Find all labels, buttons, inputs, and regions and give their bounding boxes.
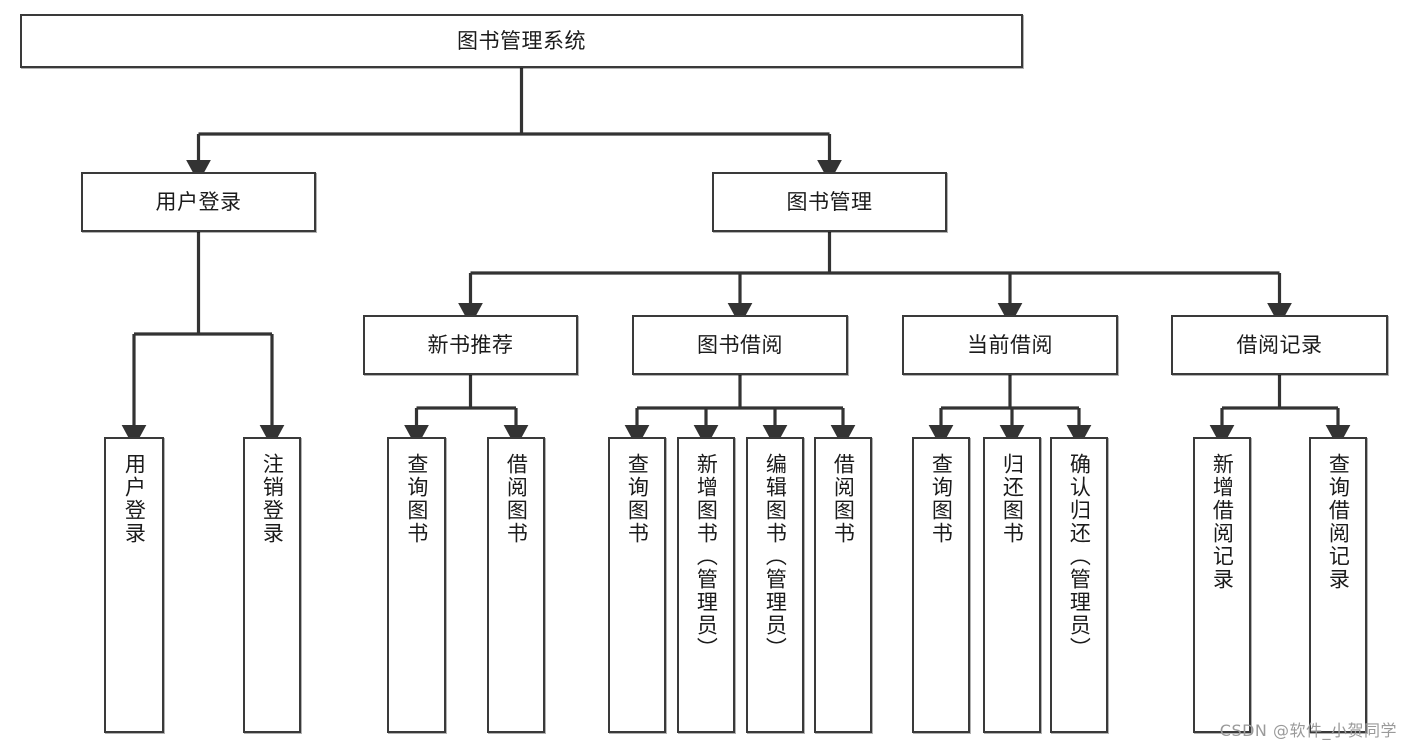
csdn-watermark: CSDN @软件_小贺同学 bbox=[1219, 721, 1397, 740]
node-label-leaf-user-login: 用户登录 bbox=[122, 453, 147, 545]
node-leaf-user-login[interactable]: 用户登录 bbox=[104, 437, 164, 733]
node-label-leaf-query-book-current: 查询图书 bbox=[929, 453, 954, 545]
node-label-user-login: 用户登录 bbox=[155, 189, 242, 214]
node-label-leaf-add-borrow-record: 新增借阅记录 bbox=[1210, 453, 1235, 591]
node-label-leaf-return-book: 归还图书 bbox=[1000, 453, 1025, 545]
node-new-book-recommend[interactable]: 新书推荐 bbox=[363, 315, 578, 375]
node-label-root: 图书管理系统 bbox=[457, 28, 586, 53]
node-leaf-query-book-recommend[interactable]: 查询图书 bbox=[387, 437, 446, 733]
node-label-leaf-confirm-return-admin: 确认归还（管理员） bbox=[1067, 453, 1092, 660]
node-leaf-query-borrow-record[interactable]: 查询借阅记录 bbox=[1309, 437, 1367, 733]
node-borrow-record[interactable]: 借阅记录 bbox=[1171, 315, 1388, 375]
node-leaf-borrow-book[interactable]: 借阅图书 bbox=[814, 437, 872, 733]
node-label-leaf-query-book-borrow: 查询图书 bbox=[625, 453, 650, 545]
node-leaf-query-book-current[interactable]: 查询图书 bbox=[912, 437, 970, 733]
node-label-borrow-record: 借阅记录 bbox=[1236, 332, 1323, 357]
node-leaf-add-book-admin[interactable]: 新增图书（管理员） bbox=[677, 437, 735, 733]
node-label-new-book-recommend: 新书推荐 bbox=[427, 332, 514, 357]
node-label-leaf-borrow-book: 借阅图书 bbox=[831, 453, 856, 545]
node-label-leaf-logout-login: 注销登录 bbox=[260, 453, 285, 545]
node-root[interactable]: 图书管理系统 bbox=[20, 14, 1023, 68]
node-label-current-borrow: 当前借阅 bbox=[967, 332, 1053, 357]
node-leaf-return-book[interactable]: 归还图书 bbox=[983, 437, 1041, 733]
node-label-leaf-edit-book-admin: 编辑图书（管理员） bbox=[763, 453, 788, 660]
node-leaf-borrow-book-recommend[interactable]: 借阅图书 bbox=[487, 437, 545, 733]
node-label-leaf-query-book-recommend: 查询图书 bbox=[404, 453, 429, 545]
node-leaf-logout-login[interactable]: 注销登录 bbox=[243, 437, 301, 733]
node-label-leaf-query-borrow-record: 查询借阅记录 bbox=[1326, 453, 1351, 591]
node-leaf-confirm-return-admin[interactable]: 确认归还（管理员） bbox=[1050, 437, 1108, 733]
node-label-leaf-borrow-book-recommend: 借阅图书 bbox=[504, 453, 529, 545]
node-label-leaf-add-book-admin: 新增图书（管理员） bbox=[694, 453, 719, 660]
node-current-borrow[interactable]: 当前借阅 bbox=[902, 315, 1118, 375]
node-label-book-borrow: 图书借阅 bbox=[697, 332, 783, 357]
node-user-login[interactable]: 用户登录 bbox=[81, 172, 316, 232]
node-book-management[interactable]: 图书管理 bbox=[712, 172, 947, 232]
node-leaf-add-borrow-record[interactable]: 新增借阅记录 bbox=[1193, 437, 1251, 733]
node-book-borrow[interactable]: 图书借阅 bbox=[632, 315, 848, 375]
node-label-book-management: 图书管理 bbox=[786, 189, 873, 214]
node-leaf-query-book-borrow[interactable]: 查询图书 bbox=[608, 437, 666, 733]
node-leaf-edit-book-admin[interactable]: 编辑图书（管理员） bbox=[746, 437, 804, 733]
